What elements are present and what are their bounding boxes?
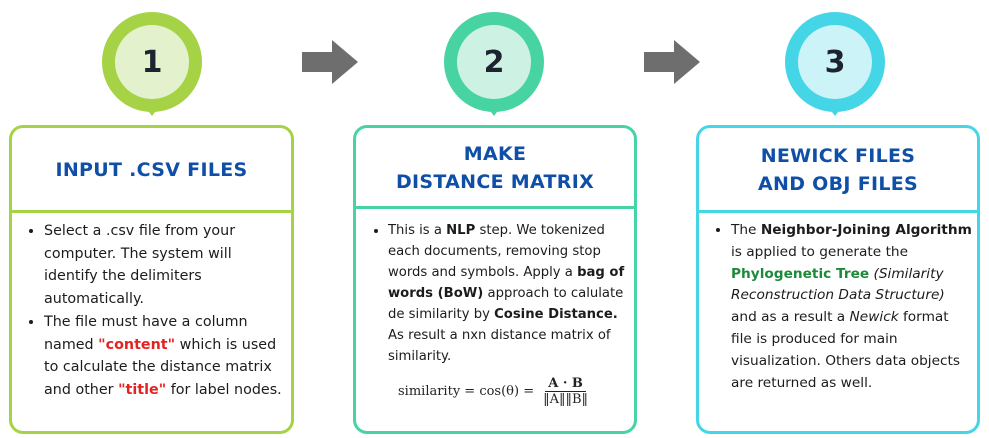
list-item: This is a NLP step. We tokenized each do…	[388, 220, 626, 367]
step-1-card: INPUT .CSV FILES Select a .csv file from…	[9, 125, 294, 434]
step-3-card: NEWICK FILES AND OBJ FILES The Neighbor-…	[696, 125, 980, 434]
list-item: The file must have a column named "conte…	[44, 311, 284, 402]
list-item: The Neighbor-Joining Algorithm is applie…	[731, 220, 973, 394]
step-3-description: The Neighbor-Joining Algorithm is applie…	[711, 220, 973, 394]
step-2-title: MAKE DISTANCE MATRIX	[395, 143, 595, 193]
step-2-card: MAKE DISTANCE MATRIX This is a NLP step.…	[353, 125, 637, 434]
arrow-2-to-3-icon	[644, 40, 702, 89]
step-2-marker: 2	[444, 12, 544, 118]
step-2-number: 2	[457, 25, 531, 99]
list-item: Select a .csv file from your computer. T…	[44, 220, 284, 311]
step-1-title: INPUT .CSV FILES	[55, 159, 248, 181]
step-1-number: 1	[115, 25, 189, 99]
step-1-marker: 1	[102, 12, 202, 118]
step-3-number: 3	[798, 25, 872, 99]
cosine-similarity-formula: similarity = cos(θ) = A · B ‖A‖‖B‖	[398, 376, 589, 407]
step-3-marker: 3	[785, 12, 885, 118]
step-2-description: This is a NLP step. We tokenized each do…	[368, 220, 626, 367]
step-1-description: Select a .csv file from your computer. T…	[24, 220, 284, 402]
arrow-1-to-2-icon	[302, 40, 360, 89]
step-3-title: NEWICK FILES AND OBJ FILES	[757, 145, 919, 195]
